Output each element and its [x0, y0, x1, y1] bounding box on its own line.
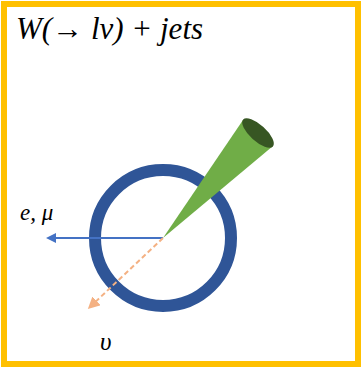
- neutrino-label: υ: [100, 328, 111, 356]
- title-text: W(→ lv) + jets: [16, 12, 203, 46]
- jet-cone-end: [238, 114, 278, 153]
- frame: [4, 4, 358, 364]
- neutrino-arrow: [90, 238, 163, 307]
- lepton-arrow: [48, 237, 163, 239]
- lepton-label: e, μ: [20, 200, 53, 225]
